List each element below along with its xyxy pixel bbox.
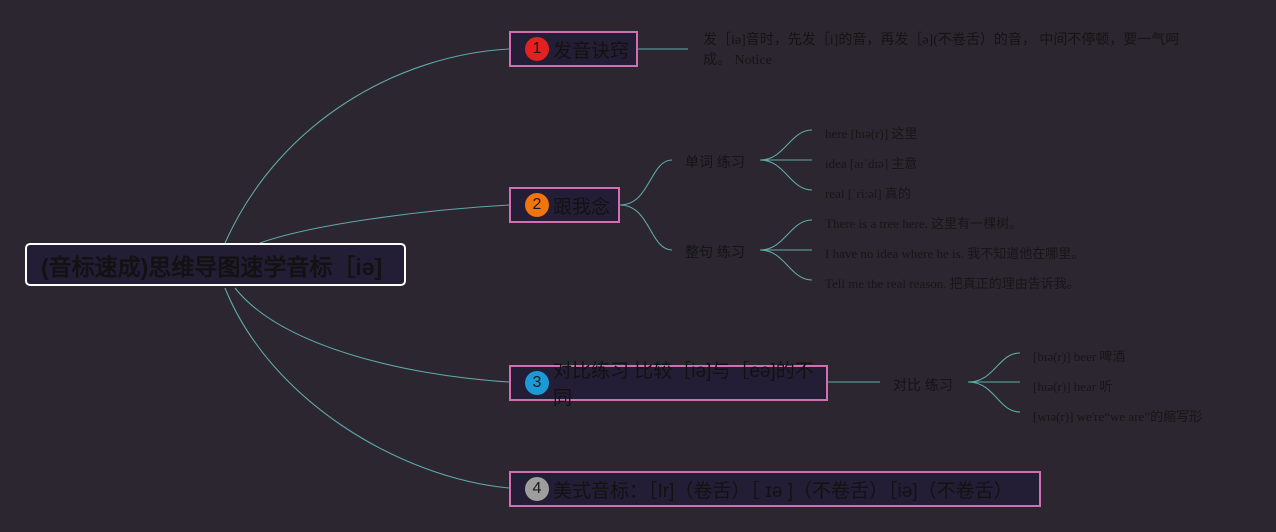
connector-branch-2-group-2 (619, 204, 673, 251)
leaf-hear[interactable]: [hɪə(r)] hear 听 (1033, 379, 1113, 394)
branch-label: 跟我念 (553, 196, 611, 218)
leaf-were[interactable]: [wɪə(r)] we're“we are”的缩写形 (1033, 409, 1203, 424)
leaf-sentence-3[interactable]: Tell me the real reason. 把真正的理由告诉我。 (825, 276, 1080, 291)
connector-group-3-item-3 (967, 381, 1021, 413)
connector-root-branch-2 (259, 204, 510, 244)
leaf-beer[interactable]: [bɪə(r)] beer 啤酒 (1033, 349, 1126, 364)
branch-follow-me[interactable]: 2 跟我念 (509, 187, 620, 223)
connector-root-branch-1 (224, 48, 510, 244)
branch-pronunciation-tips[interactable]: 1 发音诀窍 (509, 31, 638, 67)
connector-group-2-item-3 (759, 249, 813, 281)
leaf-sentence-1[interactable]: There is a tree here. 这里有一棵树。 (825, 216, 1023, 231)
connector-group-1-item-1 (759, 129, 813, 161)
number-badge-4: 4 (525, 477, 549, 501)
root-topic[interactable]: (音标速成)思维导图速学音标［iə] (25, 243, 406, 286)
subtopic-contrast-practice[interactable]: 对比 练习 (893, 377, 953, 393)
number-badge-3: 3 (525, 371, 549, 395)
subtopic-word-practice[interactable]: 单词 练习 (685, 154, 745, 170)
number-badge-2: 2 (525, 193, 549, 217)
connector-group-3-item-1 (967, 352, 1021, 383)
leaf-word-idea[interactable]: idea [aɪˈdɪə] 主意 (825, 156, 918, 171)
connector-group-1-item-3 (759, 159, 813, 191)
connector-root-branch-3 (234, 287, 510, 383)
branch-label: 美式音标：［Ir]（卷舌）［ ɪə ]（不卷舌）［iə]（不卷舌） (553, 480, 1013, 502)
connector-branch-2-group-1 (619, 159, 673, 206)
connector-root-branch-4 (224, 287, 510, 489)
number-badge-1: 1 (525, 37, 549, 61)
leaf-sentence-2[interactable]: I have no idea where he is. 我不知道他在哪里。 (825, 246, 1085, 261)
leaf-word-real[interactable]: real [ˈri:əl] 真的 (825, 186, 911, 201)
branch-label: 发音诀窍 (553, 40, 630, 62)
branch-american-phonetics[interactable]: 4 美式音标：［Ir]（卷舌）［ ɪə ]（不卷舌）［iə]（不卷舌） (509, 471, 1041, 507)
note-pronunciation-tips: 发［iə]音时，先发［i]的音，再发［ə](不卷舌）的音， 中间不停顿，要一气呵… (703, 33, 1180, 68)
branch-contrast-practice[interactable]: 3 对比练习 比较［iə]与［eə]的不同 (509, 361, 828, 409)
leaf-word-here[interactable]: here [hɪə(r)] 这里 (825, 126, 918, 141)
connector-group-2-item-1 (759, 219, 813, 251)
subtopic-sentence-practice[interactable]: 整句 练习 (685, 244, 745, 260)
root-title: (音标速成)思维导图速学音标［iə] (41, 253, 383, 280)
branch-label: 对比练习 比较［iə]与［eə]的不同 (553, 361, 814, 409)
